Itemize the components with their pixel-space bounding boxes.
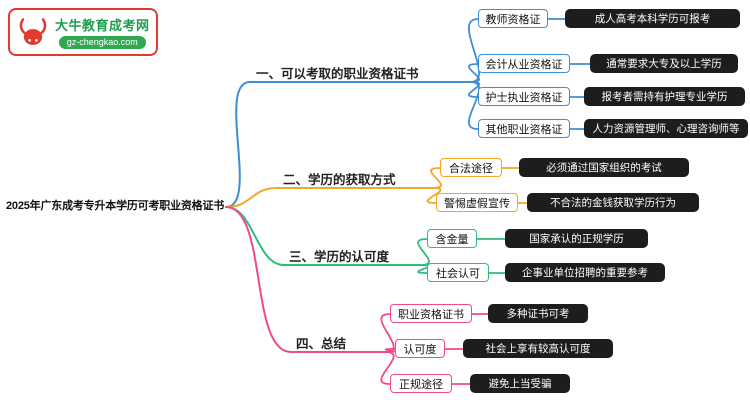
node-desc: 企事业单位招聘的重要参考 [505, 263, 665, 282]
connector-branch3-child2 [417, 264, 430, 274]
node-desc: 人力资源管理师、心理咨询师等 [584, 119, 748, 138]
node-desc: 报考者需持有护理专业学历 [584, 87, 745, 106]
site-logo: 大牛教育成考网 gz-chengkao.com [8, 8, 158, 56]
node-label: 其他职业资格证 [478, 119, 570, 138]
node-desc: 成人高考本科学历可报考 [565, 9, 740, 28]
root-node: 2025年广东成考专升本学历可考职业资格证书 [6, 200, 225, 212]
node-label: 教师资格证 [478, 9, 548, 28]
node-label: 职业资格证书 [390, 304, 472, 323]
connector-root-branch1 [225, 81, 251, 208]
connector-root-branch2 [225, 187, 278, 208]
site-url-badge: gz-chengkao.com [58, 36, 146, 49]
node-label: 含金量 [427, 229, 477, 248]
bull-icon [19, 18, 47, 45]
connector-branch2-child2 [426, 187, 442, 204]
connector-branch1-child1 [467, 18, 481, 83]
branch-label-4: 四、总结 [296, 337, 347, 351]
node-label: 社会认可 [427, 263, 489, 282]
node-desc: 不合法的金钱获取学历行为 [527, 193, 699, 212]
node-label: 认可度 [395, 339, 445, 358]
connector-branch4-child2 [384, 348, 396, 353]
node-desc: 社会上享有较高认可度 [463, 339, 613, 358]
connector-branch1-child2 [468, 63, 480, 83]
connector-branch3-child1 [417, 238, 430, 266]
node-desc: 通常要求大专及以上学历 [590, 54, 738, 73]
node-label: 警惕虚假宣传 [436, 193, 518, 212]
site-name: 大牛教育成考网 [55, 18, 150, 33]
connector-branch4-child3 [380, 351, 395, 385]
branch-label-3: 三、学历的认可度 [289, 250, 390, 264]
node-desc: 多种证书可考 [488, 304, 588, 323]
node-label: 护士执业资格证 [478, 87, 570, 106]
node-label: 会计从业资格证 [478, 54, 570, 73]
branch-label-1: 一、可以考取的职业资格证书 [256, 67, 419, 81]
node-desc: 必须通过国家组织的考试 [519, 158, 689, 177]
node-label: 合法途径 [440, 158, 502, 177]
branch-label-2: 二、学历的获取方式 [283, 173, 396, 187]
logo-text-block: 大牛教育成考网 gz-chengkao.com [55, 15, 150, 49]
connector-branch2-child1 [430, 167, 442, 189]
connector-root-branch4 [225, 206, 292, 353]
node-label: 正规途径 [390, 374, 452, 393]
connector-branch1-child4 [467, 81, 481, 130]
node-desc: 避免上当受骗 [470, 374, 570, 393]
node-desc: 国家承认的正规学历 [505, 229, 648, 248]
